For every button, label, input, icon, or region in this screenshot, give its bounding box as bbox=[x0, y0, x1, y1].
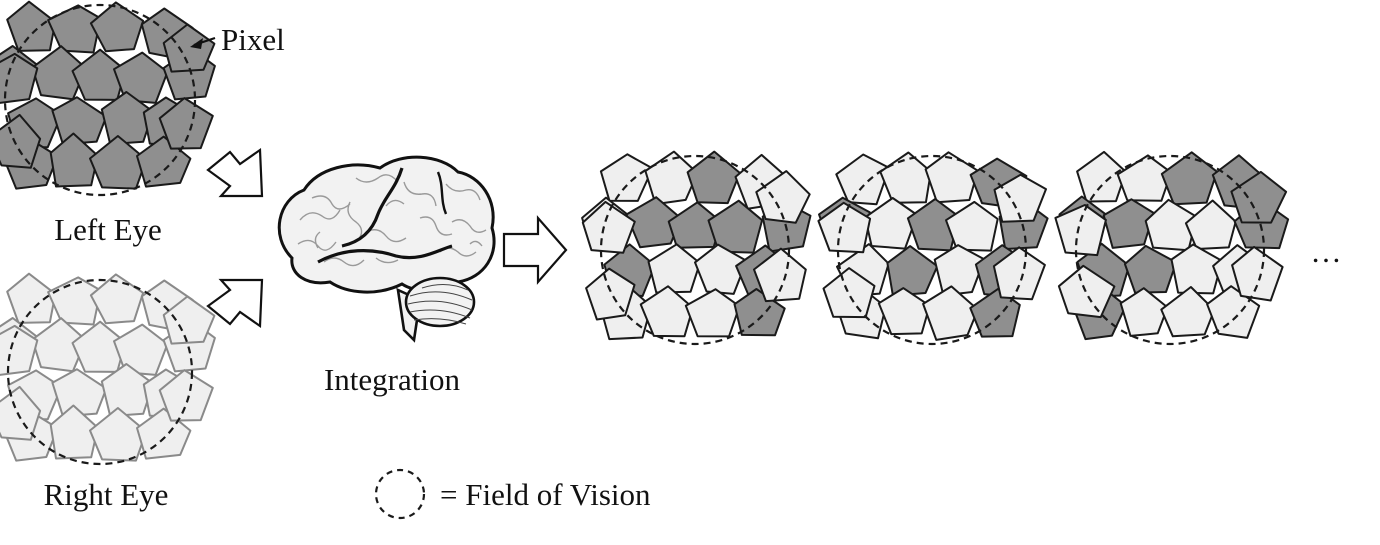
left-eye-field-of-vision bbox=[3, 3, 197, 197]
right-eye-label: Right Eye bbox=[44, 477, 169, 512]
left-eye-label: Left Eye bbox=[54, 212, 162, 247]
right-eye-pixel bbox=[158, 369, 214, 422]
right-eye-pixel bbox=[0, 324, 39, 376]
integration-label: Integration bbox=[324, 362, 461, 397]
integrated-view-2-pixel bbox=[877, 287, 931, 336]
integrated-view-2-pixel bbox=[822, 267, 876, 319]
integrated-view-3-pixel bbox=[1184, 199, 1237, 250]
pixel-arrow-head bbox=[190, 38, 203, 49]
right-eye-pixel bbox=[162, 295, 216, 345]
integrated-view-2-field-of-vision bbox=[836, 154, 1028, 346]
integrated-view-2-pixel bbox=[879, 151, 932, 204]
right-eye-pixel bbox=[89, 407, 148, 462]
right-eye-pixel-grid bbox=[0, 272, 216, 462]
left-eye-pixel bbox=[49, 132, 99, 188]
left-eye-pixel-grid bbox=[0, 0, 216, 190]
integrated-view-2-pixel bbox=[886, 245, 939, 297]
integrated-view-3-pixel bbox=[1160, 151, 1218, 206]
integrated-view-1-pixel bbox=[755, 170, 811, 224]
brain-icon bbox=[277, 155, 496, 343]
integrated-view-3-pixel bbox=[1160, 286, 1216, 338]
integrated-view-2-pixel bbox=[835, 153, 891, 206]
integrated-view-2-pixel bbox=[924, 151, 979, 204]
integrated-view-2-pixel bbox=[993, 173, 1047, 223]
integrated-view-1-pixel bbox=[647, 243, 701, 294]
integrated-view-1-pixel-grid bbox=[581, 150, 812, 341]
integrated-view-2-pixel bbox=[864, 197, 919, 250]
integrated-view-1-pixel bbox=[599, 153, 654, 202]
left-eye-pixel bbox=[89, 135, 148, 190]
right-eye-field-of-vision bbox=[6, 278, 194, 466]
integrated-view-1-pixel bbox=[686, 150, 741, 205]
left-eye-pixel bbox=[51, 96, 108, 146]
integrated-view-2-pixel bbox=[922, 285, 979, 341]
dashed-circle-icon bbox=[374, 468, 426, 520]
integrated-view-1-pixel bbox=[585, 267, 636, 321]
left-eye-pixel bbox=[47, 4, 102, 54]
integrated-view-3-pixel bbox=[1144, 198, 1198, 252]
integrated-view-3-pixel bbox=[1123, 244, 1178, 294]
integrated-view-3-field-of-vision bbox=[1074, 154, 1266, 346]
right-eye-pixel bbox=[89, 273, 145, 325]
integrated-view-3-pixel bbox=[1230, 170, 1288, 224]
left-eye-pixel bbox=[6, 0, 57, 52]
integrated-view-3-pixel-grid bbox=[1054, 150, 1290, 341]
integrated-view-1-pixel bbox=[581, 200, 636, 254]
brain-sulcus-lateral bbox=[317, 244, 453, 264]
right-eye-pixel bbox=[51, 368, 108, 418]
integrated-view-3-pixel bbox=[1206, 285, 1261, 339]
continuation-ellipsis: … bbox=[1311, 234, 1342, 269]
right-eye-pixel bbox=[47, 276, 102, 326]
flow-arrow-icon-left-eye bbox=[206, 147, 264, 198]
right-eye-pixel bbox=[49, 404, 99, 460]
left-eye-pixel bbox=[89, 1, 145, 53]
integrated-view-3-pixel bbox=[1119, 287, 1169, 337]
left-eye-pixel bbox=[158, 97, 214, 150]
integrated-view-2-pixel bbox=[969, 287, 1021, 338]
left-eye-pixel bbox=[0, 52, 39, 104]
integrated-view-1-pixel bbox=[707, 199, 764, 254]
integrated-view-2-pixel-grid bbox=[817, 151, 1049, 341]
integrated-view-2-pixel bbox=[945, 200, 999, 252]
integrated-view-3-pixel bbox=[1076, 150, 1127, 203]
integrated-view-2-pixel bbox=[992, 246, 1046, 301]
integrated-view-2-pixel bbox=[817, 201, 872, 254]
integrated-view-1-pixel bbox=[753, 247, 807, 303]
integrated-view-3-pixel bbox=[1231, 245, 1284, 302]
flow-arrow-icon-right-eye bbox=[206, 278, 264, 329]
cerebellum-folds bbox=[407, 284, 473, 325]
integrated-view-3-pixel bbox=[1102, 198, 1155, 249]
right-eye-pixel bbox=[6, 272, 57, 324]
integrated-view-1-pixel bbox=[639, 285, 694, 338]
pixel-label: Pixel bbox=[221, 22, 285, 57]
brain-gyri bbox=[297, 174, 487, 267]
flow-arrow-icon-integration bbox=[502, 215, 568, 285]
integrated-view-1-pixel bbox=[684, 288, 741, 338]
integrated-view-3-pixel bbox=[1057, 264, 1116, 319]
right-eye-pixel bbox=[0, 385, 42, 441]
brain-sulcus-central bbox=[341, 167, 404, 248]
integrated-view-1-field-of-vision bbox=[599, 154, 791, 346]
brain-cerebrum bbox=[277, 155, 496, 294]
brain-sulcus-minor bbox=[436, 171, 448, 215]
integrated-view-3-pixel bbox=[1054, 204, 1107, 257]
legend-label: = Field of Vision bbox=[440, 477, 651, 512]
